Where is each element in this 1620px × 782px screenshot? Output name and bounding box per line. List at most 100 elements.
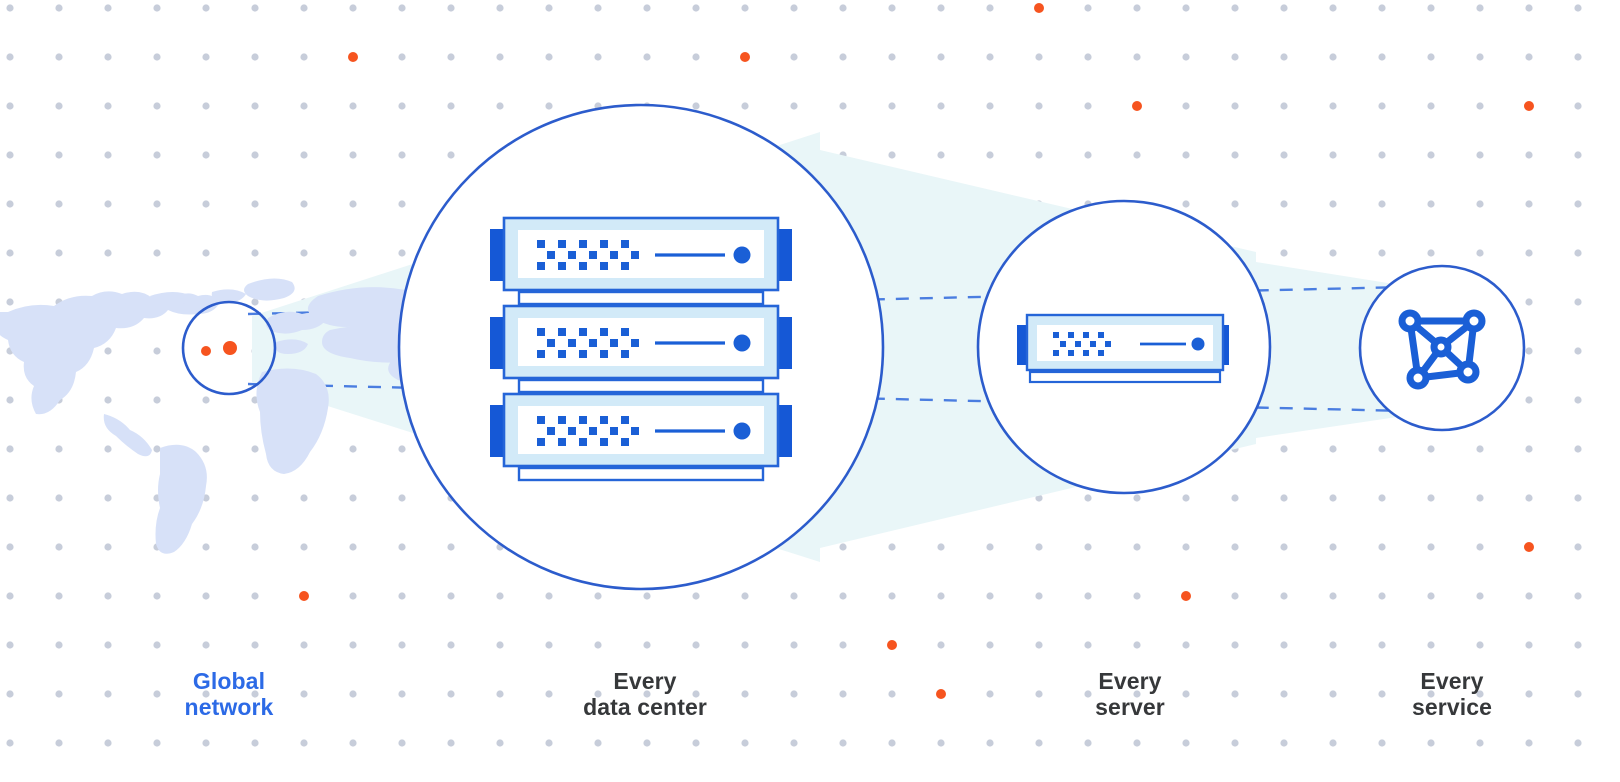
- grid-dot: [398, 690, 406, 698]
- grid-dot: [104, 200, 112, 208]
- grid-dot: [1133, 53, 1141, 61]
- grid-dot: [398, 249, 406, 257]
- grid-dot: [1574, 249, 1582, 257]
- grid-dot: [1231, 543, 1239, 551]
- grid-dot: [1427, 200, 1435, 208]
- grid-dot: [1427, 4, 1435, 12]
- grid-dot: [251, 641, 259, 649]
- grid-dot: [643, 739, 651, 747]
- grid-dot: [1035, 543, 1043, 551]
- grid-dot: [251, 151, 259, 159]
- grid-dot: [153, 690, 161, 698]
- grid-dot: [1280, 151, 1288, 159]
- grid-dot: [153, 396, 161, 404]
- grid-dot: [1476, 53, 1484, 61]
- server-led-matrix: [1053, 332, 1111, 356]
- grid-dot: [1329, 102, 1337, 110]
- grid-dot: [1427, 102, 1435, 110]
- grid-dot: [1476, 690, 1484, 698]
- grid-dot: [839, 739, 847, 747]
- grid-dot: [545, 641, 553, 649]
- grid-dot: [1476, 249, 1484, 257]
- grid-dot: [300, 641, 308, 649]
- grid-dot: [251, 739, 259, 747]
- grid-dot: [1084, 641, 1092, 649]
- grid-dot: [1525, 347, 1533, 355]
- grid-dot: [741, 102, 749, 110]
- grid-dot: [1133, 641, 1141, 649]
- grid-dot: [1084, 543, 1092, 551]
- grid-dot: [1182, 494, 1190, 502]
- grid-dot: [1084, 102, 1092, 110]
- grid-dot: [251, 4, 259, 12]
- grid-dot: [251, 543, 259, 551]
- grid-dot: [1329, 249, 1337, 257]
- grid-dot: [1084, 739, 1092, 747]
- grid-dot: [1476, 151, 1484, 159]
- grid-dot: [447, 102, 455, 110]
- grid-dot: [1378, 249, 1386, 257]
- grid-dot: [6, 4, 14, 12]
- grid-dot: [349, 151, 357, 159]
- server-rail: [1028, 370, 1222, 384]
- grid-dot: [986, 102, 994, 110]
- global-network-circle: [181, 300, 277, 396]
- grid-dot: [1329, 4, 1337, 12]
- grid-dot: [986, 4, 994, 12]
- grid-dot: [937, 53, 945, 61]
- grid-dot: [1329, 690, 1337, 698]
- server-unit: [490, 392, 792, 482]
- grid-dot-accent: [348, 52, 358, 62]
- grid-dot: [1182, 151, 1190, 159]
- grid-dot: [1574, 739, 1582, 747]
- grid-dot: [153, 53, 161, 61]
- grid-dot: [55, 249, 63, 257]
- grid-dot: [153, 4, 161, 12]
- grid-dot: [1427, 151, 1435, 159]
- label-every-server: Every server: [1095, 668, 1165, 720]
- grid-dot: [1231, 200, 1239, 208]
- grid-dot: [55, 200, 63, 208]
- grid-dot: [6, 396, 14, 404]
- grid-dot: [1525, 592, 1533, 600]
- grid-dot: [1280, 200, 1288, 208]
- grid-dot: [398, 592, 406, 600]
- grid-dot: [1084, 53, 1092, 61]
- grid-dot: [1476, 739, 1484, 747]
- grid-dot: [1378, 102, 1386, 110]
- grid-dot: [1476, 543, 1484, 551]
- grid-dot: [55, 445, 63, 453]
- grid-dot: [6, 151, 14, 159]
- grid-dot: [643, 592, 651, 600]
- grid-dot: [447, 592, 455, 600]
- grid-dot: [251, 102, 259, 110]
- grid-dot: [1525, 396, 1533, 404]
- grid-dot: [349, 690, 357, 698]
- grid-dot: [1280, 641, 1288, 649]
- grid-dot-accent: [299, 591, 309, 601]
- grid-dot: [202, 151, 210, 159]
- grid-dot: [1084, 4, 1092, 12]
- grid-dot: [1525, 53, 1533, 61]
- grid-dot: [1378, 592, 1386, 600]
- grid-dot: [1525, 494, 1533, 502]
- grid-dot: [153, 445, 161, 453]
- grid-dot: [790, 53, 798, 61]
- grid-dot: [937, 102, 945, 110]
- grid-dot: [1280, 445, 1288, 453]
- grid-dot: [643, 641, 651, 649]
- grid-dot: [937, 543, 945, 551]
- server-status-dot: [733, 246, 751, 264]
- grid-dot: [202, 396, 210, 404]
- grid-dot: [1133, 151, 1141, 159]
- grid-dot: [104, 249, 112, 257]
- grid-dot: [888, 543, 896, 551]
- grid-dot: [986, 543, 994, 551]
- grid-dot: [1427, 641, 1435, 649]
- grid-dot: [1525, 298, 1533, 306]
- grid-dot: [643, 690, 651, 698]
- label-every-data-center: Every data center: [583, 668, 707, 720]
- grid-dot: [1427, 543, 1435, 551]
- grid-dot: [6, 102, 14, 110]
